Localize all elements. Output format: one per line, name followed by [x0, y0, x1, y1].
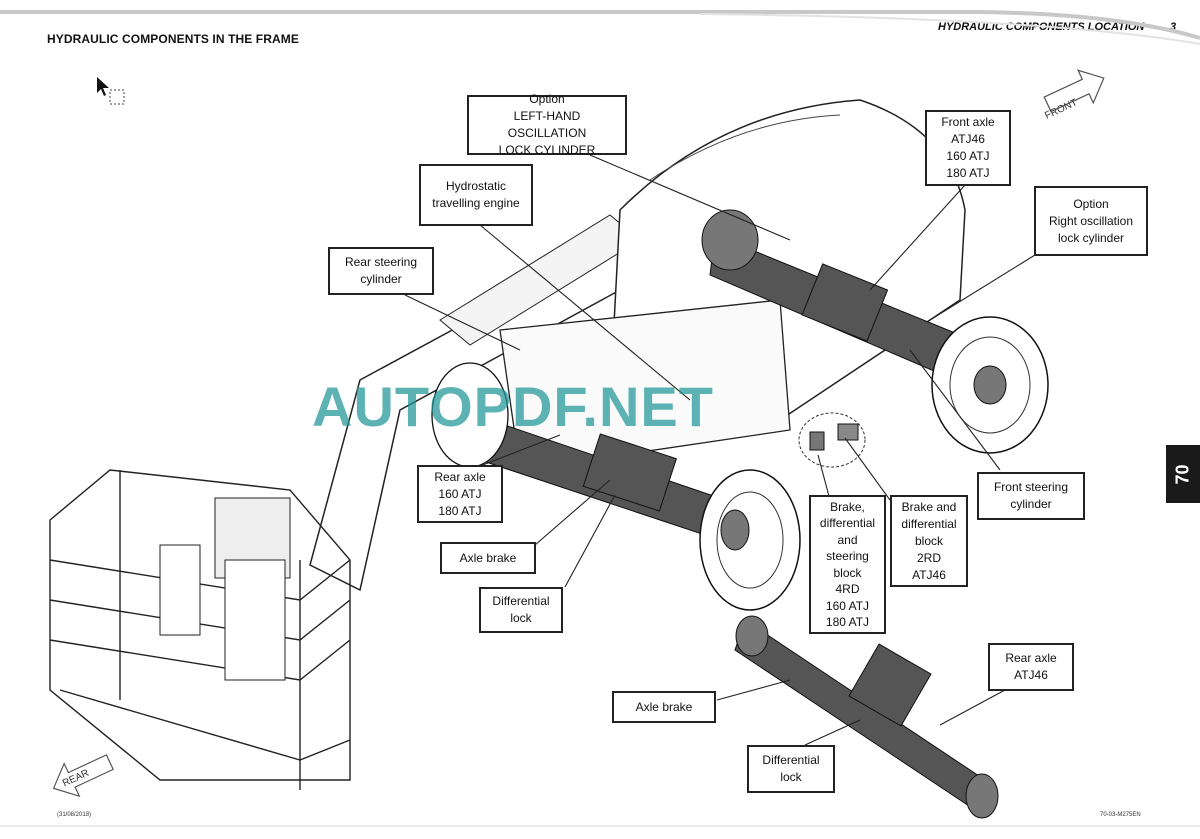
callout-line: Rear axle — [1005, 651, 1057, 665]
callout-line: Rear steering — [344, 255, 418, 269]
callout-line: 180 ATJ — [946, 166, 990, 180]
callout-differential-lock: Differential lock — [479, 587, 563, 633]
chapter-number: 70 — [1172, 463, 1193, 485]
callout-differential-lock-atj46: Differential lock — [747, 745, 835, 793]
callout-line: Option — [1073, 196, 1109, 211]
callout-line: and — [837, 532, 858, 547]
callout-line: Axle brake — [635, 699, 693, 714]
callout-line: Axle brake — [459, 550, 517, 565]
footer-doc-code: 70-03-M275EN — [1100, 812, 1141, 818]
callout-front-axle: Front axle ATJ46 160 ATJ 180 ATJ — [925, 110, 1011, 186]
callout-rear-steering-cylinder: Rear steering cylinder — [328, 247, 434, 295]
callout-line: Brake, — [830, 499, 865, 514]
callout-axle-brake: Axle brake — [440, 542, 536, 574]
callout-line: lock — [510, 611, 532, 625]
callout-line: 160 ATJ — [825, 598, 870, 613]
callout-line: Differential — [492, 594, 550, 608]
callout-line: ATJ46 — [912, 567, 946, 582]
callout-line: 180 ATJ — [825, 615, 870, 629]
callout-line: Brake and — [901, 499, 957, 514]
watermark: AUTOPDF.NET — [312, 375, 714, 438]
front-arrow-icon — [1043, 69, 1105, 113]
callout-line: Hydrostatic — [445, 179, 507, 193]
callout-line: 2RD — [916, 550, 941, 565]
cursor-icon — [97, 77, 125, 105]
callout-line: 160 ATJ — [438, 486, 482, 501]
callout-front-steering-cylinder: Front steering cylinder — [977, 472, 1085, 520]
callout-line: Front steering — [993, 480, 1069, 494]
callout-line: Rear axle — [434, 469, 486, 484]
chapter-tab: 70 — [1166, 445, 1200, 503]
rear-arrow-icon — [52, 754, 114, 798]
page-number: 3 — [1170, 21, 1177, 33]
callout-line: lock cylinder — [1057, 230, 1125, 245]
callout-line: Front axle — [941, 115, 995, 129]
callout-line: Option — [529, 92, 565, 106]
callout-line: block — [914, 533, 943, 548]
callout-line: Differential — [762, 753, 820, 767]
callout-line: block — [833, 565, 862, 580]
callout-line: ATJ46 — [1014, 668, 1048, 682]
callout-line: lock — [780, 770, 802, 784]
callout-hydrostatic-travelling-engine: Hydrostatic travelling engine — [419, 164, 533, 226]
callout-line: LEFT-HAND OSCILLATION — [507, 109, 587, 140]
callout-line: 180 ATJ — [438, 503, 482, 518]
callout-line: 160 ATJ — [946, 149, 990, 163]
callout-line: travelling engine — [432, 196, 520, 210]
callout-line: cylinder — [360, 272, 402, 286]
callout-axle-brake-atj46: Axle brake — [612, 691, 716, 723]
callout-line: 4RD — [835, 582, 860, 596]
callout-line: Right oscillation — [1048, 213, 1134, 228]
callout-line: ATJ46 — [951, 132, 985, 146]
callout-line: LOCK CYLINDER — [498, 143, 596, 157]
callout-rear-axle: Rear axle 160 ATJ 180 ATJ — [417, 465, 503, 523]
sheet-title: HYDRAULIC COMPONENTS IN THE FRAME — [47, 32, 299, 46]
callout-line: differential — [901, 516, 957, 531]
callout-brake-differential-block-2rd: Brake and differential block 2RD ATJ46 — [890, 495, 968, 587]
callout-rear-axle-atj46: Rear axle ATJ46 — [988, 643, 1074, 691]
callout-line: differential — [819, 516, 876, 530]
callout-left-oscillation-lock-cylinder: Option LEFT-HAND OSCILLATION LOCK CYLIND… — [467, 92, 627, 157]
callout-brake-differential-steering-block-4rd: Brake, differential and steering block 4… — [809, 495, 886, 634]
footer-date: (31/08/2018) — [57, 812, 92, 818]
callout-line: cylinder — [1010, 497, 1052, 511]
callout-right-oscillation-lock-cylinder: Option Right oscillation lock cylinder — [1034, 186, 1148, 256]
callout-line: steering — [826, 549, 869, 563]
